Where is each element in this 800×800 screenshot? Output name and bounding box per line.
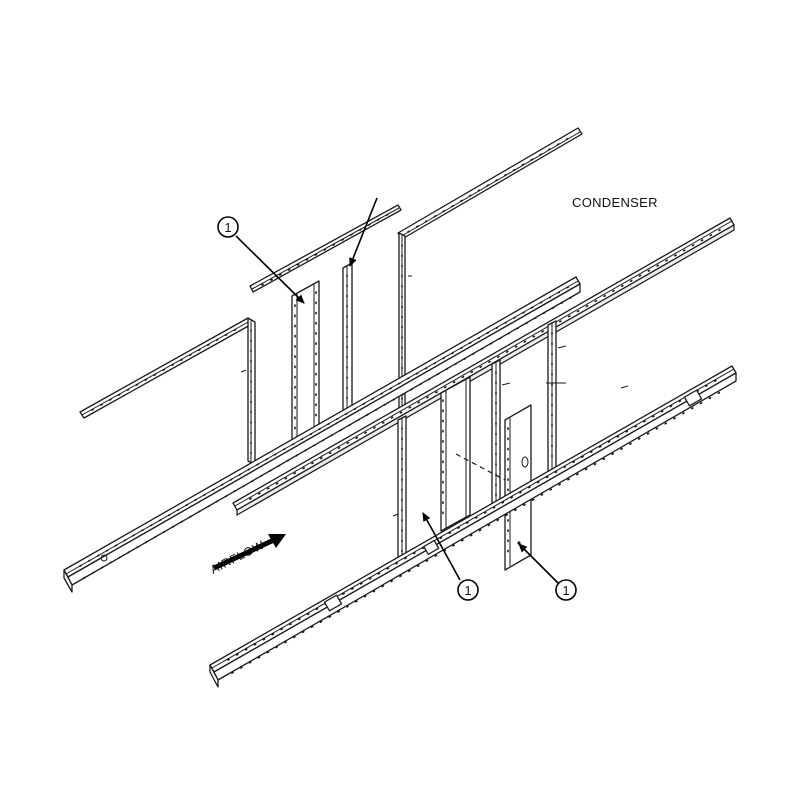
callout-bubble-bottom-center: 1 xyxy=(457,579,479,601)
vertical-panel-lower-left xyxy=(392,415,407,565)
callout-leader-top-left xyxy=(235,235,305,304)
airflow-arrow-icon xyxy=(268,534,286,548)
condenser-frame-post-right xyxy=(546,320,629,475)
vertical-panel-upper-left xyxy=(291,280,320,441)
callout-leader-bottom-center xyxy=(422,512,461,581)
leader-arrow-vertical-strip xyxy=(349,197,378,267)
callout-number: 1 xyxy=(464,583,471,598)
callout-leader-bottom-right xyxy=(518,543,559,584)
airflow-indicator: AIRFLOW xyxy=(208,534,286,577)
left-frame-member xyxy=(79,317,256,466)
callout-bubble-bottom-right: 1 xyxy=(555,579,577,601)
hidden-line-door xyxy=(455,453,506,481)
main-long-beam xyxy=(63,276,581,593)
callout-number: 1 xyxy=(224,220,231,235)
bottom-base-rail xyxy=(209,365,737,688)
upper-right-long-rail xyxy=(232,217,735,517)
callout-number: 1 xyxy=(562,583,569,598)
airflow-label: AIRFLOW xyxy=(208,537,267,576)
upper-header-channel xyxy=(397,127,583,240)
top-short-rail xyxy=(249,204,402,293)
callout-bubble-top-left: 1 xyxy=(217,216,239,238)
condenser-label: CONDENSER xyxy=(572,195,658,210)
vertical-panel-center xyxy=(440,376,471,532)
vertical-strip-upper xyxy=(342,262,353,418)
